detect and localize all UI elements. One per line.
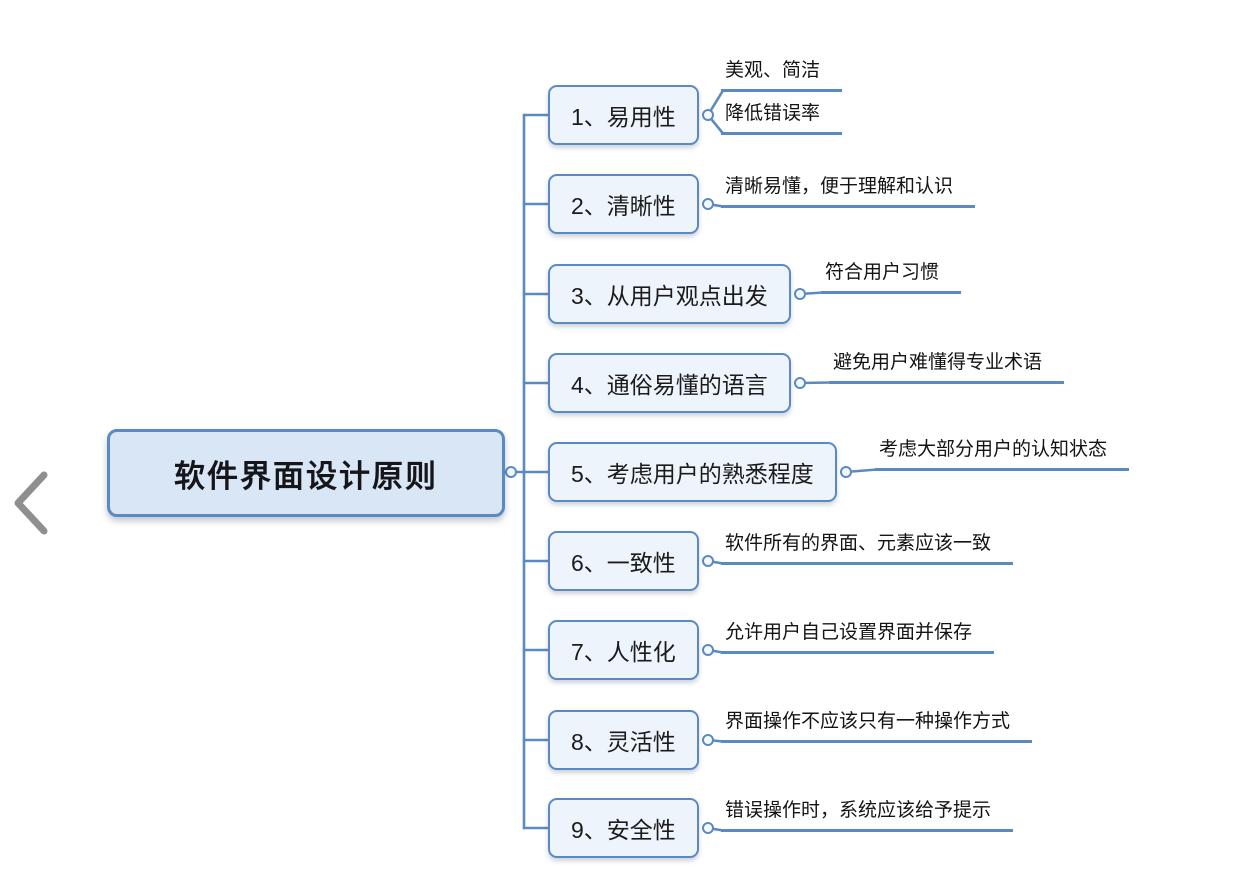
note-label[interactable]: 界面操作不应该只有一种操作方式 [721,706,1033,743]
note-label[interactable]: 软件所有的界面、元素应该一致 [721,528,1014,565]
branch-node-3[interactable]: 3、从用户观点出发 [548,264,791,324]
note-label[interactable]: 降低错误率 [721,98,843,135]
branch-node-1[interactable]: 1、易用性 [548,85,699,145]
note-label[interactable]: 错误操作时，系统应该给予提示 [721,795,1014,832]
note-label[interactable]: 允许用户自己设置界面并保存 [721,617,995,654]
branch-node-5[interactable]: 5、考虑用户的熟悉程度 [548,442,837,502]
branch-node-8[interactable]: 8、灵活性 [548,710,699,770]
note-label[interactable]: 清晰易懂，便于理解和认识 [721,171,976,208]
note-label[interactable]: 考虑大部分用户的认知状态 [875,434,1130,471]
branch-node-7[interactable]: 7、人性化 [548,620,699,680]
note-label[interactable]: 避免用户难懂得专业术语 [829,347,1065,384]
root-node[interactable]: 软件界面设计原则 [107,429,505,517]
note-label[interactable]: 符合用户习惯 [821,257,962,294]
branch-node-4[interactable]: 4、通俗易懂的语言 [548,353,791,413]
branch-node-6[interactable]: 6、一致性 [548,531,699,591]
note-label[interactable]: 美观、简洁 [721,55,843,92]
branch-node-9[interactable]: 9、安全性 [548,798,699,858]
chevron-left-icon[interactable] [12,470,52,536]
branch-node-2[interactable]: 2、清晰性 [548,174,699,234]
